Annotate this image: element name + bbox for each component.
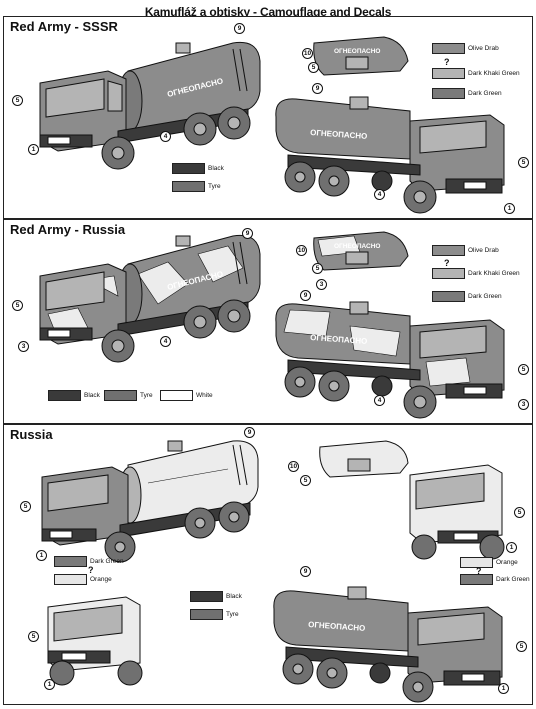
callout-marker: 5 bbox=[28, 631, 39, 642]
callout-marker: 5 bbox=[300, 475, 311, 486]
cab-front-view-green-orange bbox=[47, 596, 143, 686]
section-red-army-russia: Red Army - Russia ОГНЕОПАСНО 9 5 3 4 ОГН… bbox=[3, 219, 533, 424]
callout-marker: 5 bbox=[12, 300, 23, 311]
callout-marker: 4 bbox=[160, 131, 171, 142]
tank-hatch-detail: ОГНЕОПАСНО bbox=[313, 36, 409, 76]
callout-marker: 5 bbox=[516, 641, 527, 652]
callout-marker: 5 bbox=[308, 62, 319, 73]
callout-marker: 5 bbox=[20, 501, 31, 512]
callout-marker: 5 bbox=[514, 507, 525, 518]
cab-front-view-orange bbox=[409, 464, 505, 560]
color-swatch-white: White bbox=[160, 389, 213, 401]
tank-hatch-detail-camo: ОГНЕОПАСНО bbox=[313, 231, 409, 271]
callout-marker: 10 bbox=[302, 48, 313, 59]
callout-marker: 1 bbox=[44, 679, 55, 690]
svg-text:ОГНЕОПАСНО: ОГНЕОПАСНО bbox=[334, 243, 380, 250]
tanker-truck-left-view: ОГНЕОПАСНО bbox=[39, 41, 261, 170]
section-red-army-sssr: Red Army - SSSR ОГНЕОПАСНО 1 4 5 9 ОГНЕО… bbox=[3, 16, 533, 219]
color-swatch-dark-khaki-green: Dark Khaki Green bbox=[432, 67, 520, 79]
callout-marker: 4 bbox=[374, 395, 385, 406]
callout-marker: 9 bbox=[312, 83, 323, 94]
section-title: Red Army - Russia bbox=[10, 222, 126, 237]
callout-marker: 5 bbox=[518, 364, 529, 375]
color-swatch-orange: Orange bbox=[460, 556, 518, 568]
tanker-truck-right-view-grey: ОГНЕОПАСНО bbox=[273, 586, 503, 703]
svg-text:ОГНЕОПАСНО: ОГНЕОПАСНО bbox=[310, 128, 368, 141]
callout-marker: 10 bbox=[296, 245, 307, 256]
color-swatch-black: Black bbox=[172, 162, 224, 174]
tank-hatch-detail-white bbox=[319, 440, 409, 478]
callout-marker: 9 bbox=[300, 290, 311, 301]
tanker-truck-left-view-white bbox=[41, 440, 259, 563]
question-mark: ? bbox=[476, 566, 482, 576]
callout-marker: 3 bbox=[316, 279, 327, 290]
color-swatch-tyre: Tyre bbox=[190, 608, 239, 620]
callout-marker: 3 bbox=[518, 399, 529, 410]
callout-marker: 5 bbox=[312, 263, 323, 274]
color-swatch-orange: Orange bbox=[54, 573, 112, 585]
callout-marker: 9 bbox=[234, 23, 245, 34]
callout-marker: 1 bbox=[36, 550, 47, 561]
callout-marker: 9 bbox=[242, 228, 253, 239]
svg-text:ОГНЕОПАСНО: ОГНЕОПАСНО bbox=[334, 48, 380, 55]
question-mark: ? bbox=[88, 565, 94, 575]
color-swatch-olive-drab: Olive Drab bbox=[432, 42, 499, 54]
color-swatch-dark-green: Dark Green bbox=[54, 555, 124, 567]
color-swatch-tyre: Tyre bbox=[104, 389, 153, 401]
color-swatch-dark-khaki-green: Dark Khaki Green bbox=[432, 267, 520, 279]
callout-marker: 5 bbox=[518, 157, 529, 168]
svg-text:ОГНЕОПАСНО: ОГНЕОПАСНО bbox=[308, 620, 366, 633]
callout-marker: 4 bbox=[374, 189, 385, 200]
callout-marker: 10 bbox=[288, 461, 299, 472]
callout-marker: 9 bbox=[244, 427, 255, 438]
callout-marker: 9 bbox=[300, 566, 311, 577]
question-mark: ? bbox=[444, 57, 450, 67]
svg-text:ОГНЕОПАСНО: ОГНЕОПАСНО bbox=[310, 333, 368, 346]
color-swatch-black: Black bbox=[48, 389, 100, 401]
section-title: Russia bbox=[10, 427, 53, 442]
callout-marker: 1 bbox=[28, 144, 39, 155]
callout-marker: 1 bbox=[504, 203, 515, 214]
callout-marker: 3 bbox=[18, 341, 29, 352]
color-swatch-dark-green: Dark Green bbox=[432, 87, 502, 99]
callout-marker: 1 bbox=[498, 683, 509, 694]
callout-marker: 1 bbox=[506, 542, 517, 553]
section-russia: Russia 9 5 1 10 5 5 1 bbox=[3, 424, 533, 705]
color-swatch-olive-drab: Olive Drab bbox=[432, 244, 499, 256]
page-title: Kamufláž a obtisky - Camouflage and Deca… bbox=[144, 5, 392, 19]
callout-marker: 5 bbox=[12, 95, 23, 106]
section-title: Red Army - SSSR bbox=[10, 19, 118, 34]
color-swatch-dark-green: Dark Green bbox=[432, 290, 502, 302]
color-swatch-black: Black bbox=[190, 590, 242, 602]
tanker-truck-right-view: ОГНЕОПАСНО bbox=[275, 96, 505, 214]
color-swatch-tyre: Tyre bbox=[172, 180, 221, 192]
color-swatch-dark-green: Dark Green bbox=[460, 573, 530, 585]
question-mark: ? bbox=[444, 258, 450, 268]
tanker-truck-right-view-camo: ОГНЕОПАСНО bbox=[275, 301, 505, 419]
tanker-truck-left-view-camo: ОГНЕОПАСНО bbox=[39, 234, 261, 363]
callout-marker: 4 bbox=[160, 336, 171, 347]
